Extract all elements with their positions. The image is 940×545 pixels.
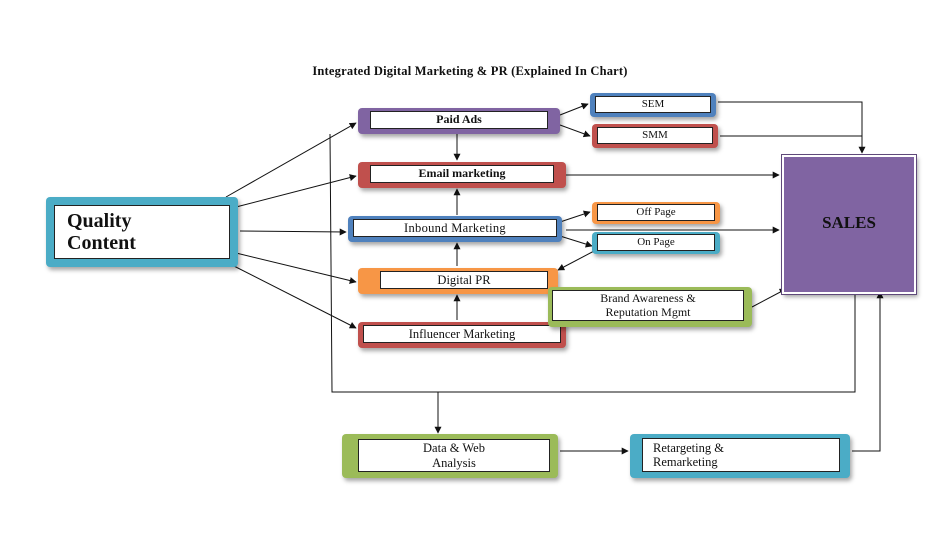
sem-node: SEM: [590, 93, 716, 117]
paid-ads-node: Paid Ads: [358, 108, 560, 134]
retargeting-label-line2: Remarketing: [653, 455, 718, 469]
smm-label: SMM: [597, 127, 713, 144]
arrow-brand-to-sales: [751, 288, 787, 308]
digital-pr-label: Digital PR: [380, 271, 548, 289]
arrow-quality-to-email: [235, 174, 357, 208]
off-page-node: Off Page: [592, 202, 720, 224]
diagram-title: Integrated Digital Marketing & PR (Expla…: [312, 64, 628, 78]
quality-content-node: Quality Content: [46, 197, 238, 267]
arrow-quality-to-influencer: [225, 261, 357, 329]
arrow-on-page-to-digital-pr: [557, 249, 597, 271]
arrow-quality-to-paid-ads: [225, 122, 357, 198]
sem-label: SEM: [595, 96, 711, 113]
arrow-inbound-to-on-page: [559, 235, 593, 248]
paid-ads-label: Paid Ads: [370, 111, 548, 129]
email-marketing-label: Email marketing: [370, 165, 554, 183]
brand-awareness-label-line2: Reputation Mgmt: [605, 304, 691, 319]
inbound-marketing-node: Inbound Marketing: [348, 216, 562, 242]
quality-content-label-line1: Quality: [67, 210, 132, 232]
data-web-analysis-node: Data & Web Analysis: [342, 434, 558, 478]
data-web-analysis-label-line2: Analysis: [432, 455, 476, 470]
arrow-retargeting-to-sales: [852, 291, 884, 452]
on-page-label: On Page: [597, 234, 715, 251]
arrow-quality-to-inbound: [239, 228, 347, 236]
arrow-paid-ads-to-sem: [559, 103, 589, 116]
digital-pr-node: Digital PR: [358, 268, 558, 294]
sales-node: SALES: [781, 154, 917, 295]
arrow-paid-ads-to-smm: [559, 124, 591, 138]
on-page-node: On Page: [592, 232, 720, 254]
brand-awareness-label-line1: Brand Awareness &: [600, 290, 696, 305]
retargeting-label-line1: Retargeting &: [653, 440, 724, 455]
line-feedback-loop: [329, 133, 856, 393]
quality-content-label-line2: Content: [67, 232, 136, 254]
retargeting-node: Retargeting & Remarketing: [630, 434, 850, 478]
brand-awareness-node: Brand Awareness & Reputation Mgmt: [548, 287, 752, 327]
arrow-quality-to-digital-pr: [235, 252, 357, 284]
arrow-sem-to-sales: [718, 101, 866, 154]
influencer-marketing-label: Influencer Marketing: [363, 325, 561, 343]
influencer-marketing-node: Influencer Marketing: [358, 322, 566, 348]
smm-node: SMM: [592, 124, 718, 148]
off-page-label: Off Page: [597, 204, 715, 221]
arrow-inbound-to-off-page: [559, 210, 591, 223]
email-marketing-node: Email marketing: [358, 162, 566, 188]
data-web-analysis-label-line1: Data & Web: [423, 441, 485, 456]
sales-label: SALES: [822, 213, 876, 232]
inbound-marketing-label: Inbound Marketing: [353, 219, 557, 237]
